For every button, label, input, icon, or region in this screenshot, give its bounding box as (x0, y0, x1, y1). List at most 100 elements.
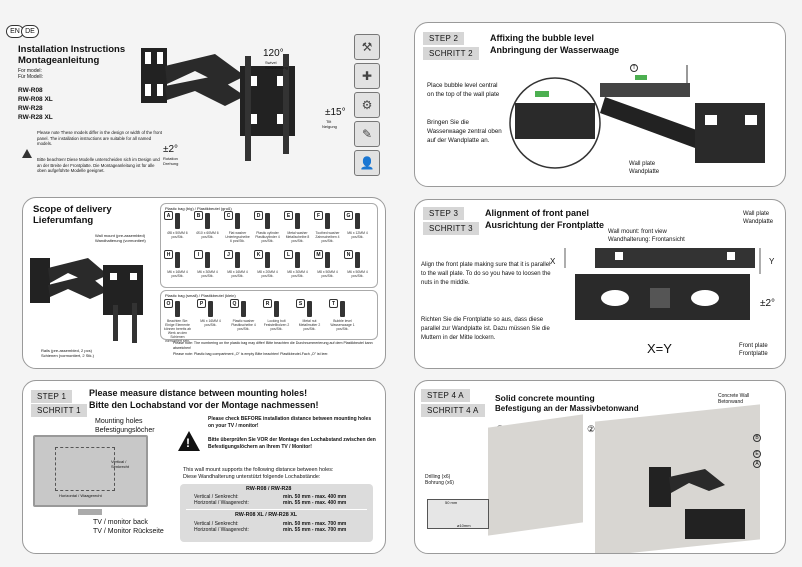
hardware-item-id: O (164, 299, 173, 308)
wall-mount-label: Wall mount (pre-assembled) (95, 233, 146, 238)
model-a-horz-value: min. 55 mm - max. 400 mm (283, 500, 347, 506)
step2-illustration (509, 65, 765, 169)
note-en: Please note These models differ in the d… (37, 130, 163, 146)
scope-mount-illustration (30, 258, 143, 343)
step2-panel: STEP 2 SCHRITT 2 Affixing the bubble lev… (414, 22, 786, 187)
hardware-item: B Ø10 x 60MM 6 pcs/Stk. (194, 211, 221, 247)
hardware-item-caption: M6 x 16MM 4 pcs/Stk. (167, 270, 188, 278)
hardware-item-caption: M6 x 12MM 4 pcs/Stk. (347, 231, 368, 239)
tilt-de: Neigung (322, 124, 337, 129)
label-a: A (753, 460, 761, 468)
front-view-en: Wall mount: front view (608, 229, 667, 235)
model-b-vert-value: min. 50 mm - max. 700 mm (283, 521, 347, 527)
drilling-label-de: Bohrung (x6) (425, 480, 454, 486)
spec-box: RW-R08 / RW-R28 Vertical / Senkrecht: mi… (180, 484, 373, 542)
hardware-item-id: G (344, 211, 353, 220)
note-de: Bitte beachten! Diese Modelle unterschei… (37, 157, 160, 173)
model-1: RW-R08 (18, 87, 43, 94)
vertical-label: Vertical / Senkrecht (111, 459, 130, 469)
hardware-item-id: H (164, 250, 173, 259)
hardware-item-id: B (194, 211, 203, 220)
hardware-item-caption: M6 x 16MM 4 pcs/Stk. (200, 319, 221, 327)
screw-icon (307, 301, 312, 317)
warning-triangle-icon (178, 431, 200, 451)
wrench-icon: ⚙ (354, 92, 380, 118)
screw-icon (295, 252, 300, 268)
hardware-item-id: R (263, 299, 272, 308)
language-switch: EN DE (6, 25, 39, 38)
screw-icon (175, 252, 180, 268)
step4-panel: STEP 4 A SCHRITT 4 A Solid concrete moun… (414, 380, 786, 554)
model-a-label: RW-R08 / RW-R28 (246, 486, 292, 492)
hardware-item-caption: Plastic cylinder Plastikzylinder 4 pcs/S… (255, 231, 280, 243)
tilt-en: Tilt (326, 119, 332, 124)
title-de: Montageanleitung (18, 55, 100, 66)
bag-note-2: Please note: Plastic bag compartment „O"… (173, 352, 329, 356)
tool-icons: ⚒ ✚ ⚙ ✎ 👤 (354, 34, 382, 179)
model-2: RW-R08 XL (18, 96, 53, 103)
screw-icon (340, 301, 345, 317)
step2-wall-plate-de: Wandplatte (629, 169, 660, 175)
model-4: RW-R28 XL (18, 114, 53, 121)
hardware-item-id: C (224, 211, 233, 220)
step4-mount-illustration (649, 467, 745, 539)
screw-icon (241, 301, 246, 317)
hardware-item-caption: Ø10 x 60MM 6 pcs/Stk. (196, 231, 219, 239)
tv-illustration: Vertical / Senkrecht Horizontal / Waager… (33, 435, 148, 507)
step4-tag-de: SCHRITT 4 A (421, 404, 485, 417)
hardware-item-caption: M8 x 20MM 4 pcs/Stk. (257, 270, 278, 278)
step3-wall-plate: Wall plate (743, 211, 770, 217)
step2-title-de: Anbringung der Wasserwaage (490, 45, 620, 55)
front-plate-label-de: Frontplatte (739, 351, 768, 357)
step4-n2: ② (587, 424, 596, 434)
hardware-item-id: F (314, 211, 323, 220)
two-persons-icon: 👤 (354, 150, 380, 176)
hardware-item-id: K (254, 250, 263, 259)
scope-title-en: Scope of delivery (33, 204, 112, 215)
step3-illustration (564, 248, 761, 320)
holes-label-en: Mounting holes (95, 418, 143, 425)
screw-icon (235, 213, 240, 229)
screw-icon (355, 213, 360, 229)
model-b-vert-label: Vertical / Senkrecht: (194, 521, 239, 527)
concrete-label-de: Betonwand (718, 399, 744, 405)
title-en: Installation Instructions (18, 44, 126, 55)
swivel-de: Schwenkung (265, 65, 288, 70)
screw-icon (235, 252, 240, 268)
horizontal-label: Horizontal / Waagerecht (59, 493, 102, 498)
for-model-de: Für Modell: (18, 74, 44, 80)
step2-text-en: Place bubble level central on the top of… (427, 82, 500, 98)
lang-de[interactable]: DE (21, 25, 39, 38)
screw-icon (325, 213, 330, 229)
step2-tag-en: STEP 2 (423, 32, 465, 45)
warning-icon (22, 149, 32, 158)
hardware-item-id: I (194, 250, 203, 259)
screw-icon (295, 213, 300, 229)
hardware-item-caption: Toothed washer Zahnscheiben 4 pcs/Stk. (315, 231, 340, 243)
rotation-value-step3: ±2° (760, 298, 776, 309)
hardware-item-id: T (329, 299, 338, 308)
label-b: B (753, 434, 761, 442)
hardware-item-caption: M6 x 50MM 4 pcs/Stk. (347, 270, 368, 278)
hardware-item-id: E (284, 211, 293, 220)
hardware-item-caption: Flat washer Unterlegscheibe 6 pcs/Stk. (225, 231, 250, 243)
screwdriver-icon: ✚ (354, 63, 380, 89)
step4-title-en: Solid concrete mounting (495, 393, 595, 403)
drill-depth: 50 mm (445, 500, 458, 505)
model-b-horz-value: min. 55 mm - max. 700 mm (283, 527, 347, 533)
hardware-item-caption: M8 x 50MM 4 pcs/Stk. (317, 270, 338, 278)
screw-icon (208, 301, 213, 317)
hardware-item-caption: Metal washer Metallscheibe 8 pcs/Stk. (285, 231, 310, 243)
model-b-horz-label: Horizontal / Waagerecht: (194, 527, 249, 533)
support-en: This wall mount supports the following d… (183, 467, 334, 473)
hardware-item-id: M (314, 250, 323, 259)
hardware-bag-small: Plastic bag (small) / Plastikbeutel (kle… (160, 290, 378, 340)
hardware-item: K M8 x 20MM 4 pcs/Stk. (254, 250, 281, 286)
front-plate-label: Front plate (739, 343, 768, 349)
hardware-item-caption: Ø8 x 50MM 6 pcs/Stk. (167, 231, 188, 239)
